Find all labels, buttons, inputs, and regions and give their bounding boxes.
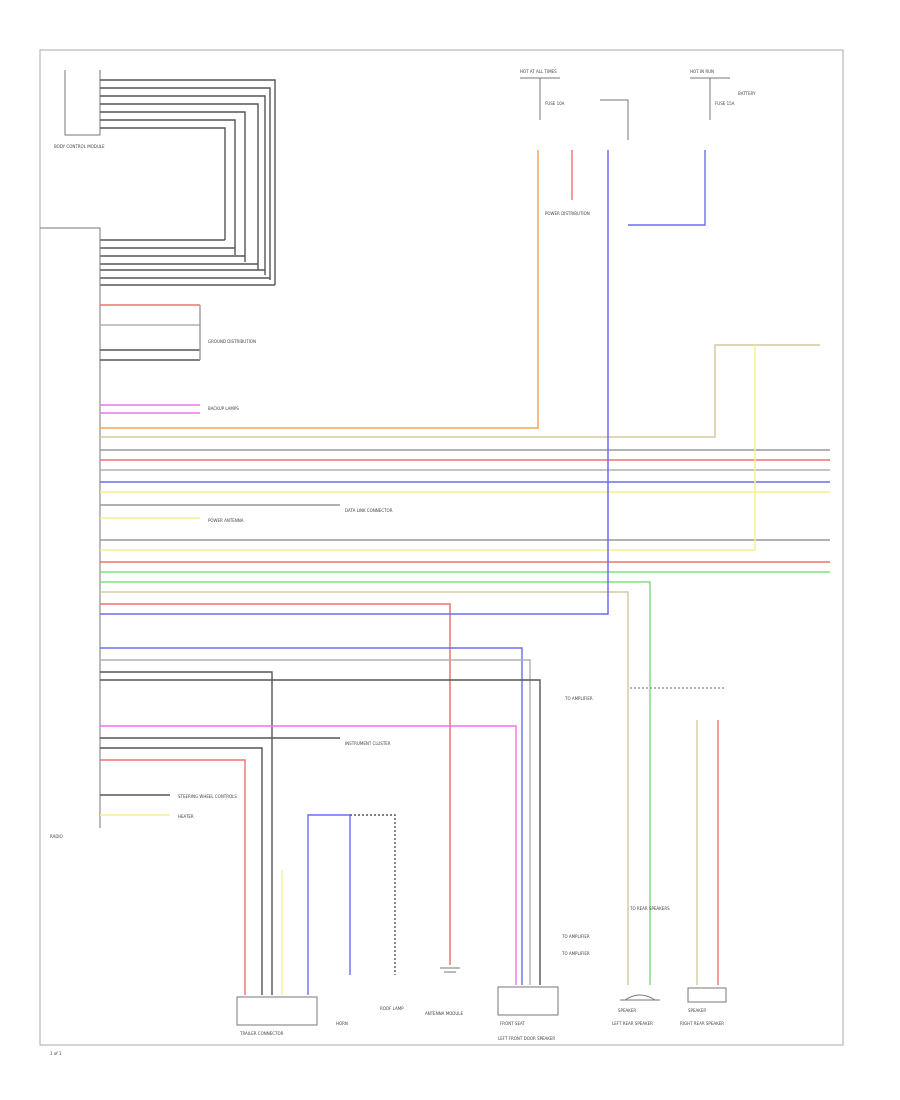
relay-box-label: POWER DISTRIBUTION (545, 211, 590, 216)
diagram-frame (39, 49, 844, 1046)
top-harness (100, 79, 276, 286)
ground-dist-label: GROUND DISTRIBUTION (208, 339, 256, 344)
fuse-right-note: BATTERY (738, 91, 756, 96)
bottom-box-1 (236, 996, 318, 1026)
heater-label: HEATER (178, 814, 194, 819)
data-link-label: DATA LINK CONNECTOR (345, 508, 393, 513)
cap-2: ROOF LAMP (380, 1006, 404, 1011)
long-wires (100, 150, 830, 985)
rear-speaker-note: TO REAR SPEAKERS (629, 906, 670, 911)
amplifier-note: TO AMPLIFIER (564, 696, 593, 701)
connector-wires (281, 150, 725, 995)
to-amp-1-label: TO AMPLIFIER (561, 934, 590, 939)
bottom-box-2-label: FRONT SEAT (500, 1021, 525, 1026)
bottom-box-3-label: SPEAKER (618, 1008, 636, 1013)
cap-4: LEFT REAR SPEAKER (612, 1021, 653, 1026)
speaker-2 (687, 987, 727, 1003)
page-number: 1 of 1 (50, 1051, 62, 1056)
instrument-cluster-label: INSTRUMENT CLUSTER (345, 741, 391, 746)
steering-note: STEERING WHEEL CONTROLS (178, 794, 237, 799)
ground-symbol (440, 967, 460, 973)
speaker-1 (620, 994, 660, 1001)
power-antenna-label: POWER ANTENNA (208, 518, 244, 523)
bottom-box-4-label: SPEAKER (688, 1008, 706, 1013)
cap-3: ANTENNA MODULE (425, 1011, 464, 1016)
fuse-left-label: FUSE 10A (545, 101, 565, 106)
top-module-label: BODY CONTROL MODULE (54, 144, 105, 149)
fuse-area (520, 77, 730, 140)
bottom-box-1-label: TRAILER CONNECTOR (239, 1031, 284, 1036)
fuse-box-right-label: HOT IN RUN (690, 69, 714, 74)
cap-6: LEFT FRONT DOOR SPEAKER (498, 1036, 555, 1041)
radio-module-outline (40, 227, 101, 828)
top-module-outline (64, 70, 101, 136)
short-stubs (100, 304, 201, 414)
cap-1: HORN (336, 1021, 348, 1026)
lower-wires (100, 647, 541, 995)
fuse-box-left-label: HOT AT ALL TIMES (520, 69, 557, 74)
radio-module-label: RADIO (50, 834, 63, 839)
bottom-box-2 (497, 986, 559, 1016)
to-amp-2-label: TO AMPLIFIER (561, 951, 590, 956)
cap-5: RIGHT REAR SPEAKER (680, 1021, 724, 1026)
fuse-right-label: FUSE 15A (715, 101, 735, 106)
backup-lamps-label: BACKUP LAMPS (208, 406, 239, 411)
